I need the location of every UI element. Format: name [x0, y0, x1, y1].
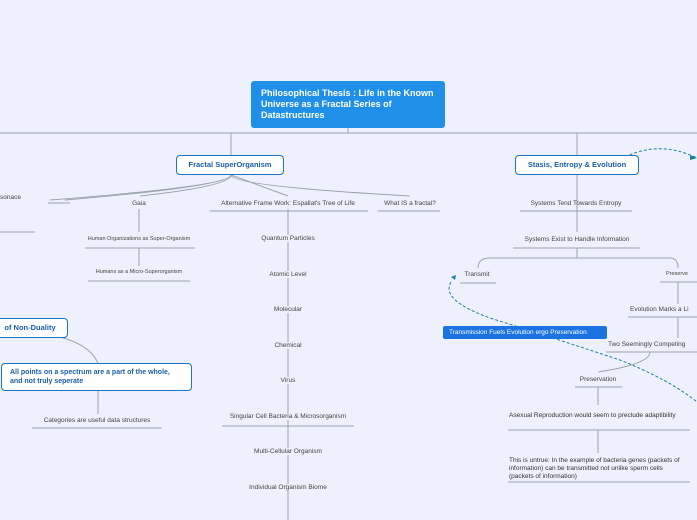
- topic-entropy[interactable]: Systems Tend Towards Entropy: [530, 200, 622, 207]
- root-topic[interactable]: Philosophical Thesis : Life in the Known…: [251, 81, 445, 128]
- topic-non-duality[interactable]: of Non-Duality: [0, 318, 68, 338]
- topic-preserve[interactable]: Preserve: [665, 271, 688, 277]
- topic-evolution-marks[interactable]: Evolution Marks a Li: [630, 306, 689, 313]
- topic-fractal-superorganism[interactable]: Fractal SuperOrganism: [176, 155, 284, 175]
- level-quantum[interactable]: Quantum Particles: [248, 235, 328, 242]
- topic-handle-information[interactable]: Systems Exist to Handle Information: [524, 236, 630, 243]
- relation-label-transmission[interactable]: Transmission Fuels Evolution ergo Preser…: [443, 326, 607, 339]
- level-individual-biome[interactable]: Individual Organism Biome: [240, 484, 336, 491]
- topic-untrue-explanation[interactable]: This is untrue: In the example of bacter…: [509, 457, 680, 480]
- level-virus[interactable]: Virus: [272, 377, 304, 384]
- topic-human-organizations[interactable]: Human Organizations as Super-Organism: [87, 236, 191, 242]
- topic-stasis-entropy[interactable]: Stasis, Entropy & Evolution: [515, 155, 639, 175]
- topic-spectrum[interactable]: All points on a spectrum are a part of t…: [1, 363, 192, 391]
- topic-what-is-fractal[interactable]: What IS a fractal?: [384, 200, 436, 207]
- topic-transmit[interactable]: Transmit: [464, 271, 490, 278]
- topic-two-competing[interactable]: Two Seemingly Competing: [608, 341, 686, 348]
- level-multi-cellular[interactable]: Multi-Cellular Organism: [244, 448, 332, 455]
- topic-gaia[interactable]: Gaia: [132, 200, 146, 207]
- topic-sonace-partial[interactable]: sonace: [0, 194, 21, 201]
- dashed-relation-transmit: [448, 281, 697, 403]
- topic-alternative-framework[interactable]: Alternative Frame Work: Espallat's Tree …: [221, 200, 355, 207]
- level-singular-cell[interactable]: Singular Cell Bacteria & Microsorganism: [222, 413, 354, 420]
- level-molecular[interactable]: Molecular: [263, 306, 313, 313]
- topic-categories[interactable]: Categories are useful data structures: [43, 417, 151, 424]
- dashed-relation-top: [624, 148, 697, 159]
- topic-humans-micro[interactable]: Humans as a Micro-Superorganism: [95, 269, 183, 275]
- topic-asexual-reproduction[interactable]: Asexual Reproduction would seem to precl…: [509, 412, 676, 419]
- level-chemical[interactable]: Chemical: [265, 342, 311, 349]
- level-atomic[interactable]: Atomic Level: [258, 271, 318, 278]
- topic-preservation[interactable]: Preservation: [579, 376, 617, 383]
